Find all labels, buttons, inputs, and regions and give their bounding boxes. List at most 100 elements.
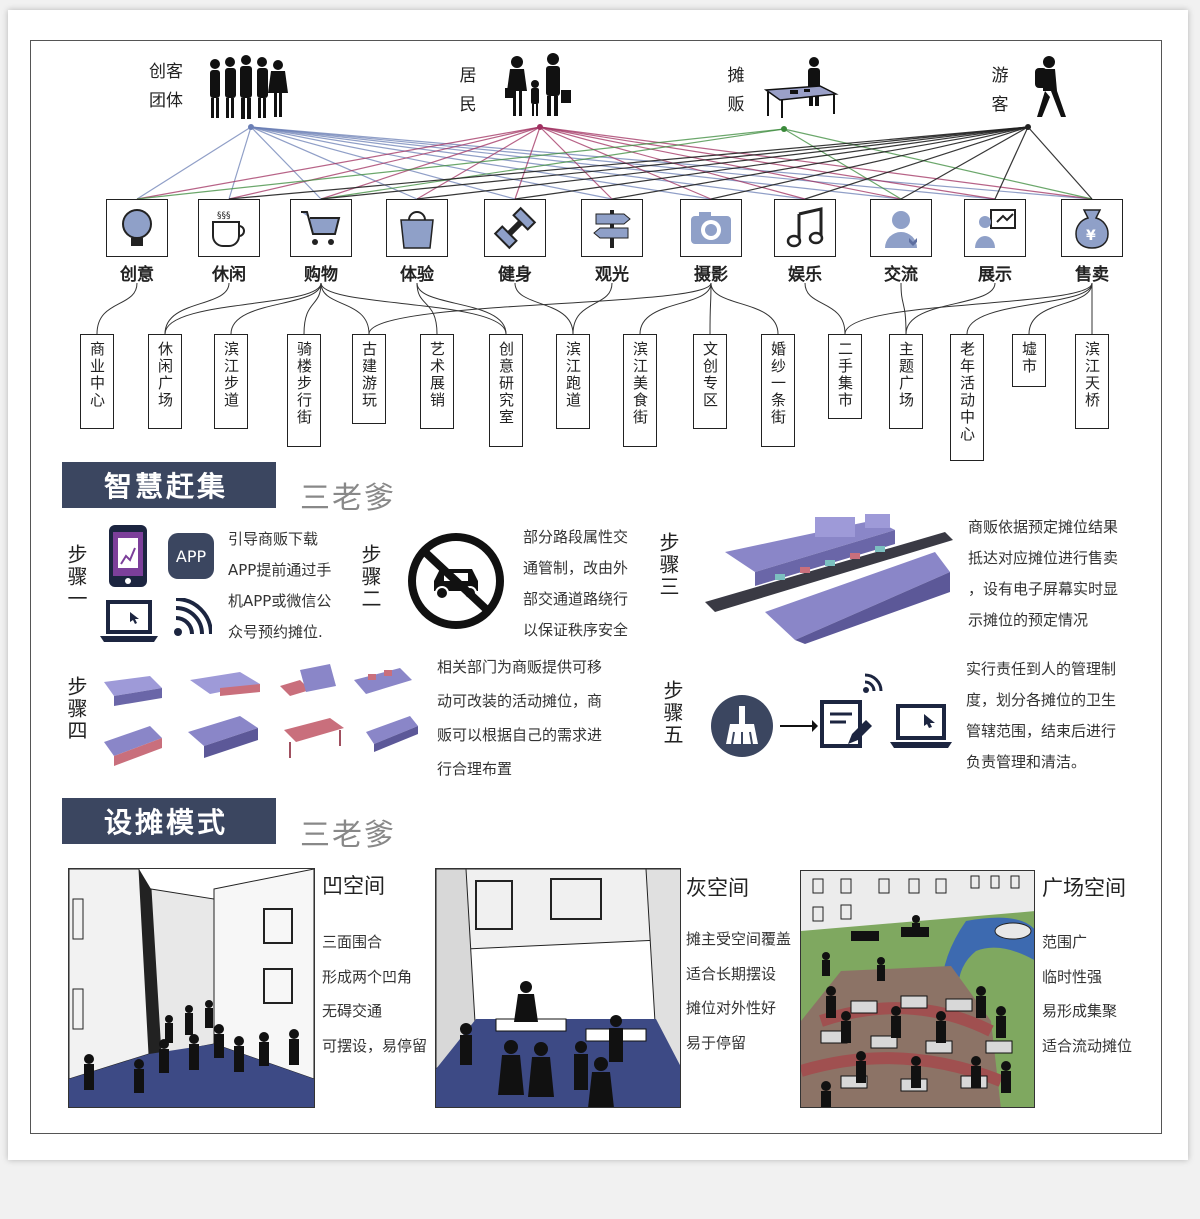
plaza-space-scene [800,870,1035,1108]
activity-label: 健身 [498,265,532,285]
activity-presenter-box [964,199,1026,257]
text-line: 摊位对外性好 [686,999,777,1017]
place-label: 二手集市 [836,341,854,409]
smart-market-banner: 智慧赶集 [62,462,276,508]
activity-label: 摄影 [694,265,728,285]
step-5-label: 步骤五 [660,680,684,746]
svg-text:§§§: §§§ [217,211,231,221]
concave-space-title: 凹空间 [322,874,385,898]
place-label: 婚纱一条街 [769,341,787,426]
step-3-label: 步骤三 [656,532,680,598]
document-edit-icon [820,700,872,748]
place-label: 骑楼步行街 [295,341,313,426]
grey-space-features: 摊主受空间覆盖适合长期摆设摊位对外性好易于停留 [686,922,791,1060]
place-box: 文创专区 [693,334,727,429]
activity-signpost-box [581,199,643,257]
place-box: 古建游玩 [352,334,386,424]
coffee-icon: §§§ [212,211,245,247]
place-box: 艺术展销 [420,334,454,429]
activity-camera-box [680,199,742,257]
place-box: 创意研究室 [489,334,523,447]
activity-label: 休闲 [212,265,246,285]
text-line: ，设有电子屏幕实时显 [968,580,1119,598]
text-line: 行合理布置 [437,760,513,778]
grey-space-scene [435,868,681,1108]
place-box: 商业中心 [80,334,114,429]
activity-dumbbell-box [484,199,546,257]
grey-space-title: 灰空间 [686,876,749,900]
laptop-touch-icon [890,704,952,748]
vendor-stall-icon [763,57,839,118]
group-label-residents: 居 民 [459,66,477,115]
place-label: 滨江美食街 [631,341,649,426]
place-box: 主题广场 [889,334,923,429]
place-box: 滨江跑道 [556,334,590,429]
text-line: 部交通道路绕行 [523,590,629,608]
step-4-text: 相关部门为商贩提供可移动可改装的活动摊位，商贩可以根据自己的需求进行合理布置 [437,650,602,786]
step-2-text: 部分路段属性交通管制，改由外部交通道路绕行以保证秩序安全 [523,522,628,646]
place-label: 古建游玩 [360,341,378,409]
makers-silhouette-icon [210,55,288,119]
wifi-icon [174,598,212,636]
place-label: 艺术展销 [428,341,446,409]
text-line: 以保证秩序安全 [523,621,629,639]
step-3-text: 商贩依据预定摊位结果抵达对应摊位进行售卖，设有电子屏幕实时显示摊位的预定情况 [968,512,1118,636]
text-line: 范围广 [1042,933,1088,951]
place-box: 滨江美食街 [623,334,657,447]
text-line: 动可改装的活动摊位，商 [437,692,603,710]
presenter-icon [975,209,1016,248]
app-icon: APP [168,533,214,579]
svg-text:¥: ¥ [1086,228,1096,244]
text-line: 通管制，改由外 [523,559,629,577]
smart-market-brand: 三老爹 [300,481,396,516]
music-icon [786,207,824,248]
activity-person-box [870,199,932,257]
text-line: 可摆设，易停留 [322,1036,428,1055]
activity-label: 娱乐 [788,265,822,285]
plaza-space-features: 范围广临时性强易形成集聚适合流动摊位 [1042,925,1132,1063]
text-line: 摊主受空间覆盖 [686,930,792,948]
text-line: 机APP或微信公 [228,592,332,610]
bulb-icon [122,209,152,246]
text-line: APP提前通过手 [228,561,332,579]
activity-label: 展示 [978,265,1012,285]
activity-coffee-box: §§§ [198,199,260,257]
concave-space-scene [68,868,315,1108]
residents-silhouette-icon [505,53,571,116]
text-line: 相关部门为商贩提供可移 [437,658,603,676]
step-4-label: 步骤四 [64,676,88,742]
no-car-icon [408,533,504,629]
activity-label: 购物 [304,265,338,285]
activity-cart-box [290,199,352,257]
step-2-label: 步骤二 [358,544,382,610]
bag-icon [400,211,434,249]
group-label-vendors: 摊 贩 [727,66,745,115]
place-label: 主题广场 [897,341,915,409]
text-line: 示摊位的预定情况 [968,611,1089,629]
place-label: 滨江天桥 [1083,341,1101,409]
text-line: 适合流动摊位 [1042,1036,1133,1055]
place-box: 休闲广场 [148,334,182,429]
step-1-text: 引导商贩下载 APP提前通过手机APP或微信公众号预约摊位. [228,524,331,648]
activity-label: 售卖 [1075,265,1109,285]
activity-moneybag-box: ¥ [1061,199,1123,257]
camera-icon [691,212,731,244]
place-label: 商业中心 [88,341,106,409]
text-line: 引导商贩下载 [228,530,319,548]
text-line: 临时性强 [1042,967,1103,986]
text-line: 贩可以根据自己的需求进 [437,726,603,744]
moneybag-icon: ¥ [1075,209,1109,249]
text-line: 众号预约摊位. [228,623,323,641]
place-label: 滨江跑道 [564,341,582,409]
text-line: 负责管理和清洁。 [966,753,1087,771]
person-icon [885,211,917,248]
place-box: 老年活动中心 [950,334,984,461]
activity-bulb-box [106,199,168,257]
place-box: 滨江天桥 [1075,334,1109,429]
arrow-right-icon [780,720,818,732]
stall-mode-banner: 设摊模式 [62,798,276,844]
stall-mode-brand: 三老爹 [300,818,396,853]
place-box: 滨江步道 [214,334,248,429]
text-line: 无碍交通 [322,1002,383,1020]
step-5-text: 实行责任到人的管理制度，划分各摊位的卫生管辖范围，结束后进行负责管理和清洁。 [966,654,1116,778]
